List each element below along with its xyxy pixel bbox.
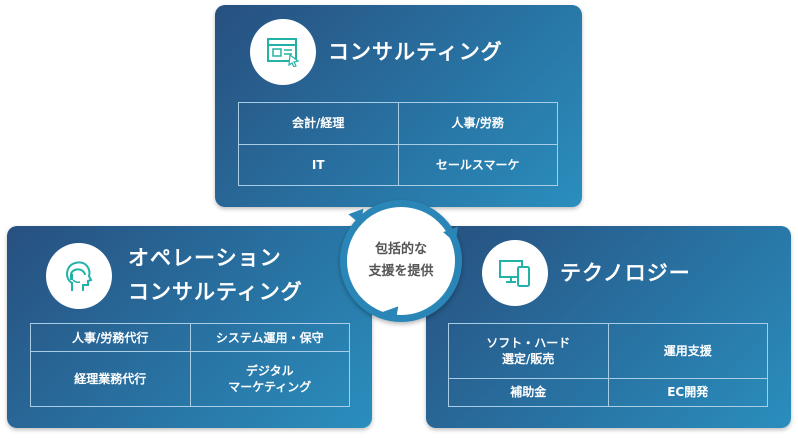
- service-item: セールスマーケ: [397, 143, 558, 186]
- cycle-arrow-icon: [381, 303, 399, 323]
- service-item: 人事/労務: [397, 102, 558, 145]
- service-item: 経理業務代行: [30, 351, 191, 407]
- service-item: IT: [238, 143, 399, 186]
- operation-consulting-card: オペレーション コンサルティング 人事/労務代行システム運用・保守 経理業務代行…: [7, 226, 372, 428]
- devices-icon: [482, 240, 548, 306]
- service-item: ソフト・ハード 選定/販売: [448, 323, 609, 379]
- hub-label: 包括的な 支援を提供: [368, 242, 434, 279]
- service-item: EC開発: [607, 377, 768, 408]
- web-browser-icon: [250, 19, 316, 85]
- head-headset-icon: [46, 243, 112, 309]
- service-item: デジタル マーケティング: [189, 351, 350, 407]
- card-title: オペレーション コンサルティング: [128, 246, 303, 304]
- service-item: 補助金: [448, 377, 609, 408]
- service-item: 人事/労務代行: [30, 322, 191, 353]
- card-title: コンサルティング: [328, 40, 503, 64]
- service-item: 運用支援: [607, 323, 768, 379]
- service-item: システム運用・保守: [189, 322, 350, 353]
- service-item: 会計/経理: [238, 102, 399, 145]
- central-hub: 包括的な 支援を提供: [340, 200, 462, 322]
- service-table: 人事/労務代行システム運用・保守 経理業務代行デジタル マーケティング: [30, 322, 350, 407]
- card-title: テクノロジー: [560, 261, 691, 285]
